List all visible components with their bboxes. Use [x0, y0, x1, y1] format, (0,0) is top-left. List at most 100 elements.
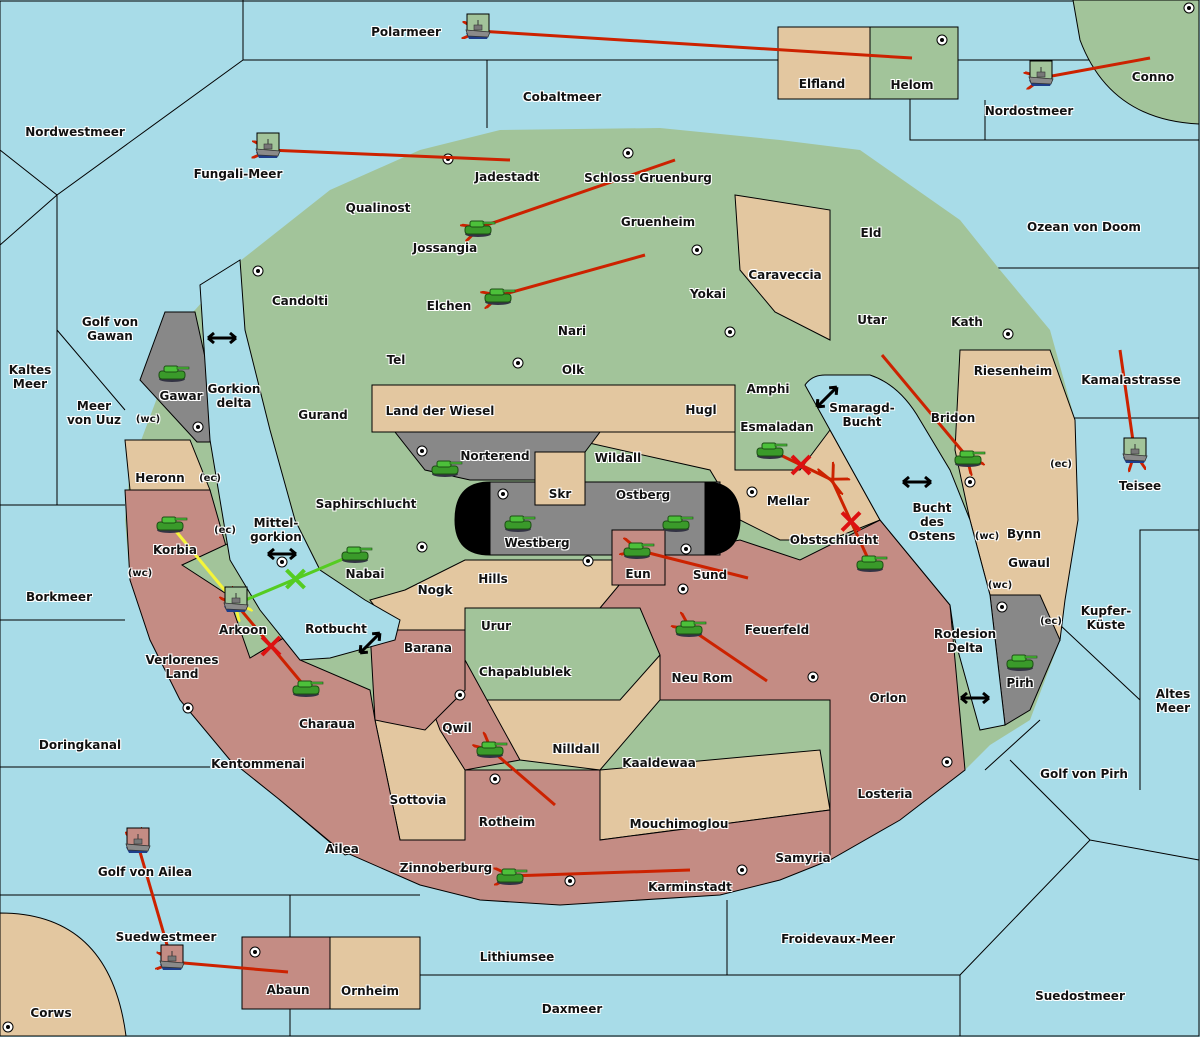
- army-unit-icon[interactable]: [484, 288, 516, 306]
- sea-label-doringkanal[interactable]: Doringkanal: [38, 738, 122, 752]
- land-label-elfland[interactable]: Elfland: [798, 77, 846, 91]
- fleet-unit-icon[interactable]: [125, 827, 151, 854]
- sea-label-altes-meer[interactable]: Altes Meer: [1155, 687, 1191, 715]
- land-label-schloss-gruenburg[interactable]: Schloss Gruenburg: [584, 171, 712, 185]
- land-label-candolti[interactable]: Candolti: [271, 294, 329, 308]
- sea-label-meer-von-uuz[interactable]: Meer von Uuz: [66, 399, 122, 427]
- land-label-bridon[interactable]: Bridon: [930, 411, 976, 425]
- army-unit-icon[interactable]: [431, 460, 463, 478]
- land-label-sottovia[interactable]: Sottovia: [389, 793, 447, 807]
- land-label-skr[interactable]: Skr: [548, 487, 572, 501]
- land-label-saphirschlucht[interactable]: Saphirschlucht: [315, 497, 417, 511]
- sea-label-ozean-von-doom[interactable]: Ozean von Doom: [1027, 220, 1141, 234]
- land-label-neu-rom[interactable]: Neu Rom: [671, 671, 733, 685]
- army-unit-icon[interactable]: [756, 442, 788, 460]
- land-label-arkoon[interactable]: Arkoon: [219, 623, 267, 637]
- land-label-conno[interactable]: Conno: [1131, 70, 1175, 84]
- army-unit-icon[interactable]: [464, 220, 496, 238]
- fleet-unit-icon[interactable]: [465, 13, 491, 40]
- land-label-verlorenes-land[interactable]: Verlorenes Land: [145, 653, 219, 681]
- sea-label-teisee[interactable]: Teisee: [1118, 479, 1162, 493]
- land-label-tel[interactable]: Tel: [386, 353, 406, 367]
- army-unit-icon[interactable]: [476, 741, 508, 759]
- land-label-korbia[interactable]: Korbia: [152, 543, 198, 557]
- land-label-zinnoberburg[interactable]: Zinnoberburg: [399, 861, 493, 875]
- sea-label-polarmeer[interactable]: Polarmeer: [371, 25, 441, 39]
- land-label-esmaladan[interactable]: Esmaladan: [740, 420, 814, 434]
- land-label-abaun[interactable]: Abaun: [266, 983, 310, 997]
- sea-label-daxmeer[interactable]: Daxmeer: [541, 1002, 603, 1016]
- land-label-kentommenai[interactable]: Kentommenai: [211, 757, 305, 771]
- sea-label-kaltes-meer[interactable]: Kaltes Meer: [8, 363, 52, 391]
- land-label-eun[interactable]: Eun: [625, 567, 651, 581]
- land-label-gawar[interactable]: Gawar: [159, 389, 203, 403]
- land-label-gwaul[interactable]: Gwaul: [1008, 556, 1050, 570]
- land-label-eld[interactable]: Eld: [860, 226, 882, 240]
- land-label-urur[interactable]: Urur: [480, 619, 512, 633]
- land-label-barana[interactable]: Barana: [404, 641, 452, 655]
- army-unit-icon[interactable]: [675, 620, 707, 638]
- land-label-gruenheim[interactable]: Gruenheim: [620, 215, 696, 229]
- land-label-samyria[interactable]: Samyria: [775, 851, 831, 865]
- sea-label-suedwestmeer[interactable]: Suedwestmeer: [115, 930, 217, 944]
- land-label-nogk[interactable]: Nogk: [417, 583, 453, 597]
- fleet-unit-icon[interactable]: [1122, 437, 1148, 464]
- land-label-nilldall[interactable]: Nilldall: [552, 742, 600, 756]
- sea-label-gorkion-delta[interactable]: Gorkion delta: [207, 382, 261, 410]
- land-label-gurand[interactable]: Gurand: [298, 408, 348, 422]
- army-unit-icon[interactable]: [292, 680, 324, 698]
- sea-label-froidevaux-meer[interactable]: Froidevaux-Meer: [781, 932, 895, 946]
- land-label-ailea[interactable]: Ailea: [325, 842, 359, 856]
- sea-label-rodesion-delta[interactable]: Rodesion Delta: [933, 627, 997, 655]
- land-label-westberg[interactable]: Westberg: [504, 536, 570, 550]
- sea-label-suedostmeer[interactable]: Suedostmeer: [1035, 989, 1125, 1003]
- land-label-olk[interactable]: Olk: [561, 363, 585, 377]
- land-label-hills[interactable]: Hills: [478, 572, 508, 586]
- sea-label-bucht-des-ostens[interactable]: Bucht des Ostens: [908, 501, 956, 543]
- land-label-wildall[interactable]: Wildall: [594, 451, 642, 465]
- land-label-caraveccia[interactable]: Caraveccia: [748, 268, 822, 282]
- land-label-elchen[interactable]: Elchen: [426, 299, 472, 313]
- land-label-obstschlucht[interactable]: Obstschlucht: [789, 533, 879, 547]
- land-label-charaua[interactable]: Charaua: [298, 717, 356, 731]
- land-label-jossangia[interactable]: Jossangia: [412, 241, 478, 255]
- land-label-amphi[interactable]: Amphi: [746, 382, 790, 396]
- land-label-sund[interactable]: Sund: [692, 568, 728, 582]
- land-label-karminstadt[interactable]: Karminstadt: [648, 880, 732, 894]
- army-unit-icon[interactable]: [496, 868, 528, 886]
- sea-label-rotbucht[interactable]: Rotbucht: [305, 622, 367, 636]
- land-label-losteria[interactable]: Losteria: [857, 787, 913, 801]
- land-label-ornheim[interactable]: Ornheim: [341, 984, 399, 998]
- land-label-rotheim[interactable]: Rotheim: [478, 815, 536, 829]
- sea-label-nordwestmeer[interactable]: Nordwestmeer: [25, 125, 125, 139]
- land-label-kath[interactable]: Kath: [951, 315, 983, 329]
- sea-label-golf-von-pirh[interactable]: Golf von Pirh: [1040, 767, 1128, 781]
- army-unit-icon[interactable]: [158, 365, 190, 383]
- fleet-unit-icon[interactable]: [159, 944, 185, 971]
- army-unit-icon[interactable]: [954, 450, 986, 468]
- land-label-orlon[interactable]: Orlon: [869, 691, 907, 705]
- land-label-feuerfeld[interactable]: Feuerfeld: [744, 623, 810, 637]
- sea-label-golf-von-gawan[interactable]: Golf von Gawan: [81, 315, 139, 343]
- sea-label-kamalastrasse[interactable]: Kamalastrasse: [1081, 373, 1181, 387]
- land-label-nabai[interactable]: Nabai: [345, 567, 385, 581]
- army-unit-icon[interactable]: [662, 515, 694, 533]
- land-label-land-der-wiesel[interactable]: Land der Wiesel: [385, 404, 495, 418]
- land-label-norterend[interactable]: Norterend: [460, 449, 530, 463]
- land-label-riesenheim[interactable]: Riesenheim: [973, 364, 1053, 378]
- sea-label-lithiumsee[interactable]: Lithiumsee: [479, 950, 555, 964]
- sea-label-fungali-meer[interactable]: Fungali-Meer: [193, 167, 283, 181]
- land-label-kaaldewaa[interactable]: Kaaldewaa: [622, 756, 696, 770]
- land-label-qualinost[interactable]: Qualinost: [345, 201, 411, 215]
- land-label-qwil[interactable]: Qwil: [442, 721, 472, 735]
- sea-label-golf-von-ailea[interactable]: Golf von Ailea: [97, 865, 193, 879]
- land-label-mellar[interactable]: Mellar: [766, 494, 810, 508]
- army-unit-icon[interactable]: [156, 516, 188, 534]
- land-label-ostberg[interactable]: Ostberg: [615, 488, 671, 502]
- sea-label-smaragd-bucht[interactable]: Smaragd- Bucht: [829, 401, 895, 429]
- land-label-corws[interactable]: Corws: [30, 1006, 72, 1020]
- fleet-unit-icon[interactable]: [223, 586, 249, 613]
- land-label-yokai[interactable]: Yokai: [689, 287, 727, 301]
- land-label-helom[interactable]: Helom: [890, 78, 934, 92]
- sea-label-cobaltmeer[interactable]: Cobaltmeer: [522, 90, 602, 104]
